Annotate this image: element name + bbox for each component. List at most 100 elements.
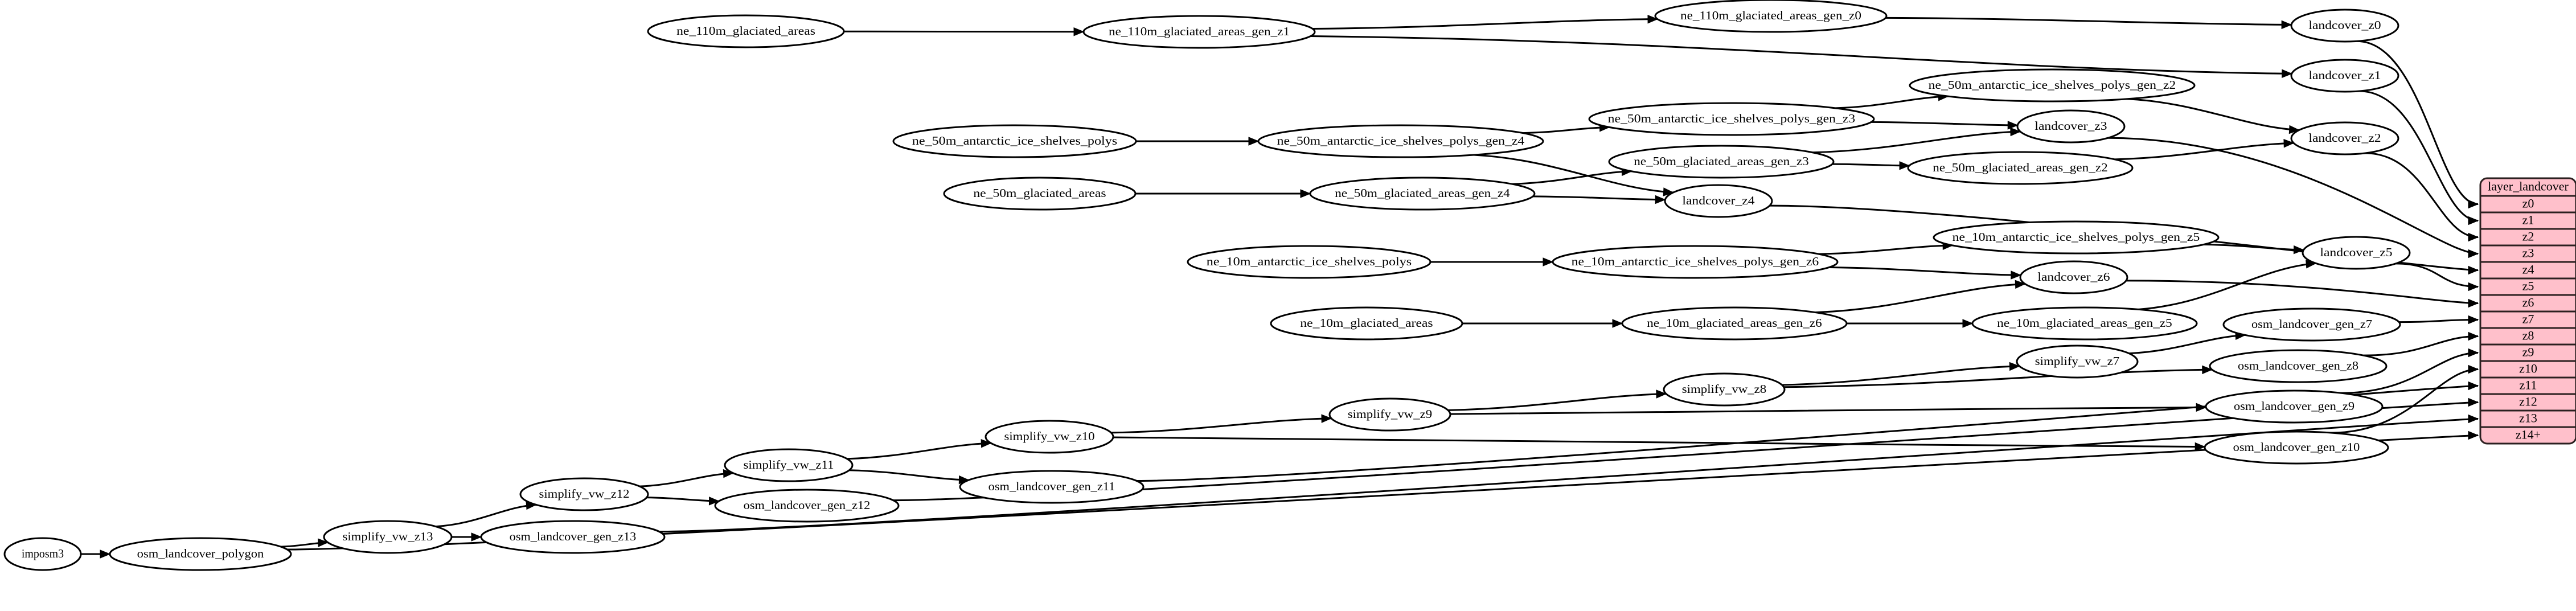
edge-ne_10m_antarctic_ice_shelves_polys_gen_z6-to-ne_10m_antarctic_ice_shelves_polys_gen_z5: [1818, 241, 1954, 255]
node-shape: [2016, 345, 2139, 379]
node-simplify_vw_z8[interactable]: simplify_vw_z8: [1663, 372, 1786, 407]
record-row-z14+[interactable]: z14+: [2516, 428, 2541, 442]
node-ne_10m_antarctic_ice_shelves_polys_gen_z6[interactable]: ne_10m_antarctic_ice_shelves_polys_gen_z…: [1552, 245, 1839, 279]
node-ne_50m_glaciated_areas_gen_z2[interactable]: ne_50m_glaciated_areas_gen_z2: [1907, 151, 2134, 185]
node-landcover_z2[interactable]: landcover_z2: [2290, 121, 2399, 155]
node-landcover_z1[interactable]: landcover_z1: [2290, 59, 2399, 93]
record-row-z1[interactable]: z1: [2522, 213, 2534, 227]
record-row-z7[interactable]: z7: [2522, 312, 2534, 326]
node-ne_50m_antarctic_ice_shelves_polys_gen_z3[interactable]: ne_50m_antarctic_ice_shelves_polys_gen_z…: [1588, 102, 1875, 136]
node-shape: [1309, 177, 1536, 211]
node-simplify_vw_z13[interactable]: simplify_vw_z13: [323, 520, 453, 554]
edge-arrowhead: [1962, 319, 1974, 328]
record-row-z10[interactable]: z10: [2519, 362, 2537, 376]
node-shape: [1082, 15, 1316, 49]
node-shape: [724, 448, 854, 482]
edge-osm_landcover_gen_z11-to-layer_landcover-z11: [1137, 381, 2479, 482]
edge-landcover_z0-to-layer_landcover-z0: [2356, 40, 2479, 209]
edge-landcover_z2-to-layer_landcover-z2: [2365, 152, 2479, 242]
edge-simplify_vw_z13-to-simplify_vw_z12: [436, 501, 537, 528]
edge-arrowhead: [1073, 27, 1085, 36]
node-simplify_vw_z12[interactable]: simplify_vw_z12: [519, 477, 649, 511]
edge-line: [2127, 98, 2299, 131]
node-ne_110m_glaciated_areas_gen_z0[interactable]: ne_110m_glaciated_areas_gen_z0: [1654, 0, 1888, 33]
edge-arrowhead: [2015, 280, 2026, 289]
node-ne_50m_glaciated_areas_gen_z4[interactable]: ne_50m_glaciated_areas_gen_z4: [1309, 177, 1536, 211]
node-ne_50m_glaciated_areas_gen_z3[interactable]: ne_50m_glaciated_areas_gen_z3: [1608, 145, 1835, 179]
node-osm_landcover_gen_z8[interactable]: osm_landcover_gen_z8: [2209, 349, 2388, 383]
node-shape: [2016, 109, 2126, 143]
record-row-z6[interactable]: z6: [2522, 296, 2534, 310]
record-row-z2[interactable]: z2: [2522, 229, 2534, 244]
edge-arrowhead: [2468, 216, 2479, 225]
node-label: ne_10m_antarctic_ice_shelves_polys_gen_z…: [1952, 230, 2200, 244]
edge-line: [659, 418, 2479, 533]
edge-line: [1829, 266, 2021, 276]
record-row-z11[interactable]: z11: [2520, 378, 2537, 392]
node-landcover_z3[interactable]: landcover_z3: [2016, 109, 2126, 143]
record-node-layer-landcover[interactable]: layer_landcoverz0z1z2z3z4z5z6z7z8z9z10z1…: [2479, 177, 2576, 445]
record-row-z12[interactable]: z12: [2519, 395, 2537, 409]
node-label: osm_landcover_gen_z9: [2234, 399, 2355, 413]
node-ne_110m_glaciated_areas[interactable]: ne_110m_glaciated_areas: [647, 14, 845, 48]
edge-arrowhead: [1300, 189, 1311, 198]
record-row-z13[interactable]: z13: [2519, 411, 2537, 425]
edge-line: [1885, 17, 2292, 26]
node-osm_landcover_gen_z10[interactable]: osm_landcover_gen_z10: [2204, 430, 2389, 465]
node-ne_110m_glaciated_areas_gen_z1[interactable]: ne_110m_glaciated_areas_gen_z1: [1082, 15, 1316, 49]
record-row-z5[interactable]: z5: [2522, 279, 2534, 293]
node-osm_landcover_gen_z11[interactable]: osm_landcover_gen_z11: [959, 470, 1145, 504]
node-label: osm_landcover_gen_z7: [2251, 317, 2372, 331]
node-simplify_vw_z11[interactable]: simplify_vw_z11: [724, 448, 854, 482]
node-ne_50m_antarctic_ice_shelves_polys_gen_z2[interactable]: ne_50m_antarctic_ice_shelves_polys_gen_z…: [1909, 68, 2196, 102]
edge-line: [2365, 152, 2479, 238]
node-label: landcover_z0: [2308, 18, 2381, 32]
record-row-z0[interactable]: z0: [2522, 196, 2534, 211]
node-landcover_z6[interactable]: landcover_z6: [2019, 260, 2128, 294]
node-label: simplify_vw_z11: [744, 458, 834, 471]
node-simplify_vw_z7[interactable]: simplify_vw_z7: [2016, 345, 2139, 379]
node-osm_landcover_polygon[interactable]: osm_landcover_polygon: [109, 537, 292, 571]
node-simplify_vw_z10[interactable]: simplify_vw_z10: [985, 420, 1114, 454]
node-shape: [480, 520, 666, 554]
node-imposm3[interactable]: imposm3: [3, 537, 82, 571]
edge-line: [2138, 262, 2316, 310]
edge-ne_110m_glaciated_areas-to-ne_110m_glaciated_areas_gen_z1: [843, 27, 1085, 36]
node-shape: [1663, 372, 1786, 407]
node-osm_landcover_gen_z13[interactable]: osm_landcover_gen_z13: [480, 520, 666, 554]
node-landcover_z5[interactable]: landcover_z5: [2302, 236, 2411, 270]
node-ne_10m_antarctic_ice_shelves_polys[interactable]: ne_10m_antarctic_ice_shelves_polys: [1187, 245, 1431, 279]
edge-ne_10m_glaciated_areas_gen_z5-to-landcover_z5: [2138, 260, 2317, 310]
record-row-z3[interactable]: z3: [2522, 246, 2534, 260]
edge-line: [1512, 170, 1632, 185]
node-ne_50m_antarctic_ice_shelves_polys_gen_z4[interactable]: ne_50m_antarctic_ice_shelves_polys_gen_z…: [1257, 124, 1544, 158]
edge-line: [2356, 40, 2479, 205]
record-row-z8[interactable]: z8: [2522, 329, 2534, 343]
node-osm_landcover_gen_z7[interactable]: osm_landcover_gen_z7: [2222, 307, 2401, 342]
node-ne_10m_antarctic_ice_shelves_polys_gen_z5[interactable]: ne_10m_antarctic_ice_shelves_polys_gen_z…: [1933, 220, 2220, 255]
record-row-z9[interactable]: z9: [2522, 345, 2534, 359]
node-label: ne_50m_antarctic_ice_shelves_polys_gen_z…: [1277, 134, 1525, 147]
node-landcover_z0[interactable]: landcover_z0: [2290, 9, 2399, 43]
node-ne_50m_antarctic_ice_shelves_polys[interactable]: ne_50m_antarctic_ice_shelves_polys: [892, 124, 1137, 158]
node-simplify_vw_z9[interactable]: simplify_vw_z9: [1328, 397, 1451, 432]
node-label: ne_50m_glaciated_areas_gen_z3: [1634, 154, 1808, 168]
node-shape: [1552, 245, 1839, 279]
edge-arrowhead: [2468, 298, 2479, 308]
node-ne_10m_glaciated_areas_gen_z6[interactable]: ne_10m_glaciated_areas_gen_z6: [1621, 306, 1848, 341]
node-osm_landcover_gen_z12[interactable]: osm_landcover_gen_z12: [714, 489, 900, 523]
node-shape: [1588, 102, 1875, 136]
node-shape: [519, 477, 649, 511]
node-shape: [647, 14, 845, 48]
node-landcover_z4[interactable]: landcover_z4: [1664, 184, 1773, 218]
node-ne_50m_glaciated_areas[interactable]: ne_50m_glaciated_areas: [943, 177, 1137, 211]
node-shape: [959, 470, 1145, 504]
edge-simplify_vw_z10-to-simplify_vw_z9: [1111, 414, 1332, 434]
node-ne_10m_glaciated_areas_gen_z5[interactable]: ne_10m_glaciated_areas_gen_z5: [1971, 306, 2198, 341]
edge-arrowhead: [1612, 319, 1623, 328]
node-ne_10m_glaciated_areas[interactable]: ne_10m_glaciated_areas: [1270, 306, 1463, 341]
record-row-z4[interactable]: z4: [2522, 263, 2534, 277]
node-osm_landcover_gen_z9[interactable]: osm_landcover_gen_z9: [2205, 389, 2384, 424]
node-shape: [1971, 306, 2198, 341]
edge-arrowhead: [1899, 161, 1910, 170]
